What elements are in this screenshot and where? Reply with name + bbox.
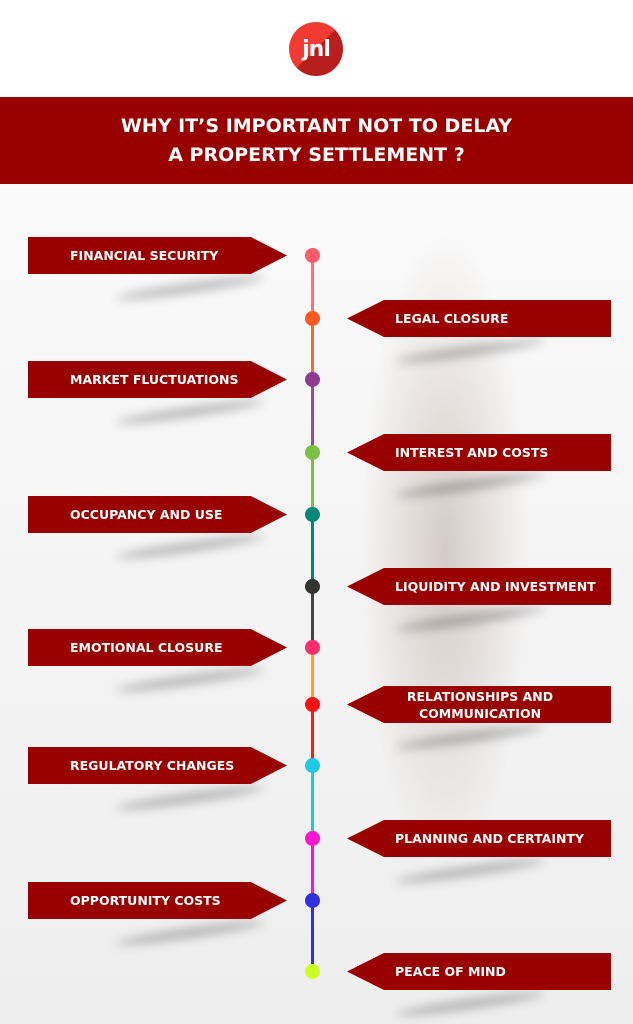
banner-label: FINANCIAL SECURITY <box>70 248 219 263</box>
timeline-dot <box>305 372 320 387</box>
title-banner: WHY IT’S IMPORTANT NOT TO DELAY A PROPER… <box>0 97 633 184</box>
timeline-dot <box>305 311 320 326</box>
banner-label: PEACE OF MIND <box>395 964 506 979</box>
banner-right: RELATIONSHIPS AND COMMUNICATION <box>347 686 611 723</box>
timeline-dot <box>305 893 320 908</box>
timeline-segment <box>311 514 314 586</box>
timeline-segment <box>311 704 314 765</box>
timeline-dot <box>305 507 320 522</box>
title-line-1: WHY IT’S IMPORTANT NOT TO DELAY <box>120 114 513 137</box>
timeline-segment <box>311 586 314 647</box>
banner-label: OCCUPANCY AND USE <box>70 507 223 522</box>
timeline-segment <box>311 379 314 452</box>
timeline-segment <box>311 647 314 704</box>
banner-label: PLANNING AND CERTAINTY <box>395 831 585 846</box>
timeline-segment <box>311 838 314 900</box>
timeline-dot <box>305 445 320 460</box>
timeline-dot <box>305 831 320 846</box>
timeline-dot <box>305 579 320 594</box>
banner-left: OCCUPANCY AND USE <box>28 496 287 533</box>
timeline-dot <box>305 248 320 263</box>
banner-label: OPPORTUNITY COSTS <box>70 893 221 908</box>
banner-right: LIQUIDITY AND INVESTMENT <box>347 568 611 605</box>
timeline-segment <box>311 900 314 971</box>
timeline-segment <box>311 318 314 379</box>
banner-left: FINANCIAL SECURITY <box>28 237 287 274</box>
banner-label: RELATIONSHIPS AND COMMUNICATION <box>406 688 554 721</box>
timeline-segment <box>311 452 314 514</box>
timeline-dot <box>305 964 320 979</box>
banner-right: PEACE OF MIND <box>347 953 611 990</box>
title-line-2: A PROPERTY SETTLEMENT ? <box>168 143 465 166</box>
banner-left: REGULATORY CHANGES <box>28 747 287 784</box>
banner-left: OPPORTUNITY COSTS <box>28 882 287 919</box>
timeline-dot <box>305 640 320 655</box>
timeline-segment <box>311 765 314 838</box>
banner-label: EMOTIONAL CLOSURE <box>70 640 223 655</box>
timeline-dot <box>305 758 320 773</box>
banner-left: EMOTIONAL CLOSURE <box>28 629 287 666</box>
logo-text: jnl <box>302 36 331 62</box>
banner-label: MARKET FLUCTUATIONS <box>70 372 239 387</box>
banner-right: PLANNING AND CERTAINTY <box>347 820 611 857</box>
banner-label: INTEREST AND COSTS <box>395 445 549 460</box>
banner-left: MARKET FLUCTUATIONS <box>28 361 287 398</box>
banner-label: LEGAL CLOSURE <box>395 311 509 326</box>
timeline-dot <box>305 697 320 712</box>
banner-label: REGULATORY CHANGES <box>70 758 235 773</box>
banner-right: INTEREST AND COSTS <box>347 434 611 471</box>
jnl-logo: jnl <box>289 22 343 76</box>
timeline-segment <box>311 255 314 318</box>
banner-label: LIQUIDITY AND INVESTMENT <box>395 579 596 594</box>
banner-right: LEGAL CLOSURE <box>347 300 611 337</box>
